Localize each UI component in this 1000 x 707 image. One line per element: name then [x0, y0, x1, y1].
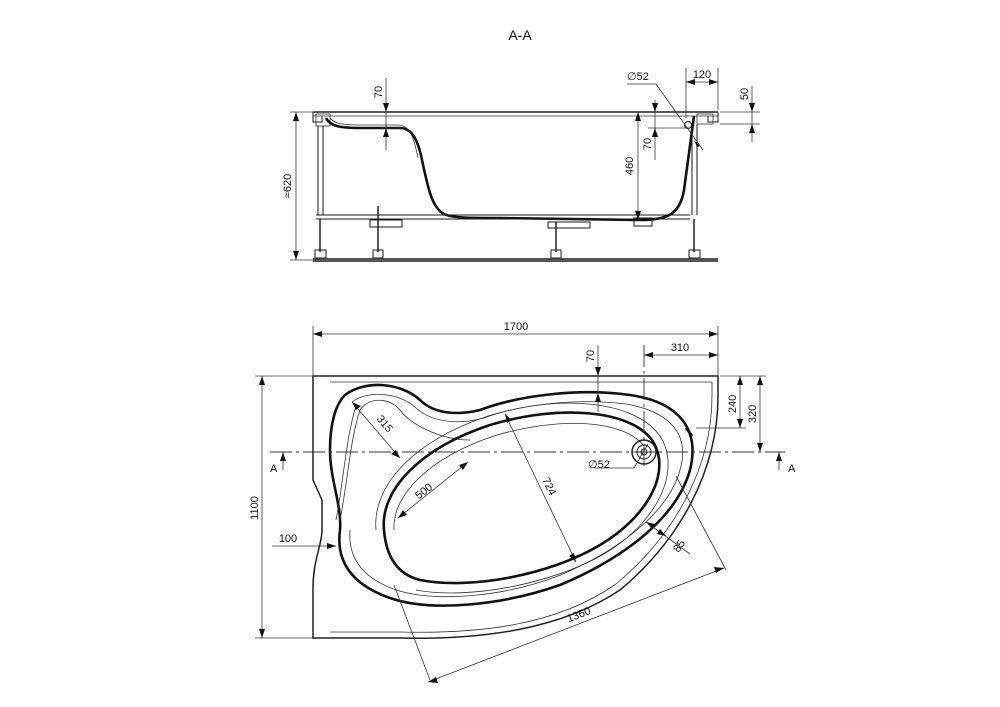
section-mark-right: A [788, 463, 796, 475]
drain-diameter-label: ∅52 [588, 459, 610, 471]
inner-width-label: 500 [413, 481, 435, 502]
floor-line [313, 258, 718, 262]
rim-width-label: 120 [693, 69, 711, 81]
drain-x-label: 310 [671, 342, 689, 354]
basin-outer [328, 383, 694, 607]
tub-profile [324, 115, 696, 222]
edge-offset-label: 70 [585, 350, 597, 362]
height-label: ≈620 [282, 174, 294, 198]
inner-length-label: 724 [539, 476, 558, 498]
section-view: ≈620 70 460 70 ∅52 120 [282, 68, 760, 262]
drain-outlet [633, 217, 653, 227]
overflow-mark [684, 427, 694, 437]
width-label: 1100 [249, 496, 261, 520]
drain-y1-label: 240 [727, 395, 739, 413]
section-mark-left: A [270, 463, 278, 475]
overflow-diameter-label: ∅52 [627, 71, 649, 83]
rim-width-plan-label: 85 [671, 538, 688, 555]
section-title: A-A [508, 27, 532, 43]
basin-inner [382, 411, 661, 585]
bottom-length-label: 1360 [565, 605, 592, 625]
drain-circle [631, 439, 657, 465]
overflow-offset-label: 70 [642, 138, 654, 150]
side-gap-label: 100 [279, 533, 297, 545]
inner-depth-label: 460 [624, 157, 636, 175]
seat-depth-label: 70 [373, 86, 385, 98]
outer-contour [312, 375, 719, 639]
rim-height-label: 50 [739, 88, 751, 100]
drain-y2-label: 320 [747, 405, 759, 423]
length-label: 1700 [504, 321, 528, 333]
plan-view: A A 1700 310 70 240 320 [249, 321, 796, 683]
